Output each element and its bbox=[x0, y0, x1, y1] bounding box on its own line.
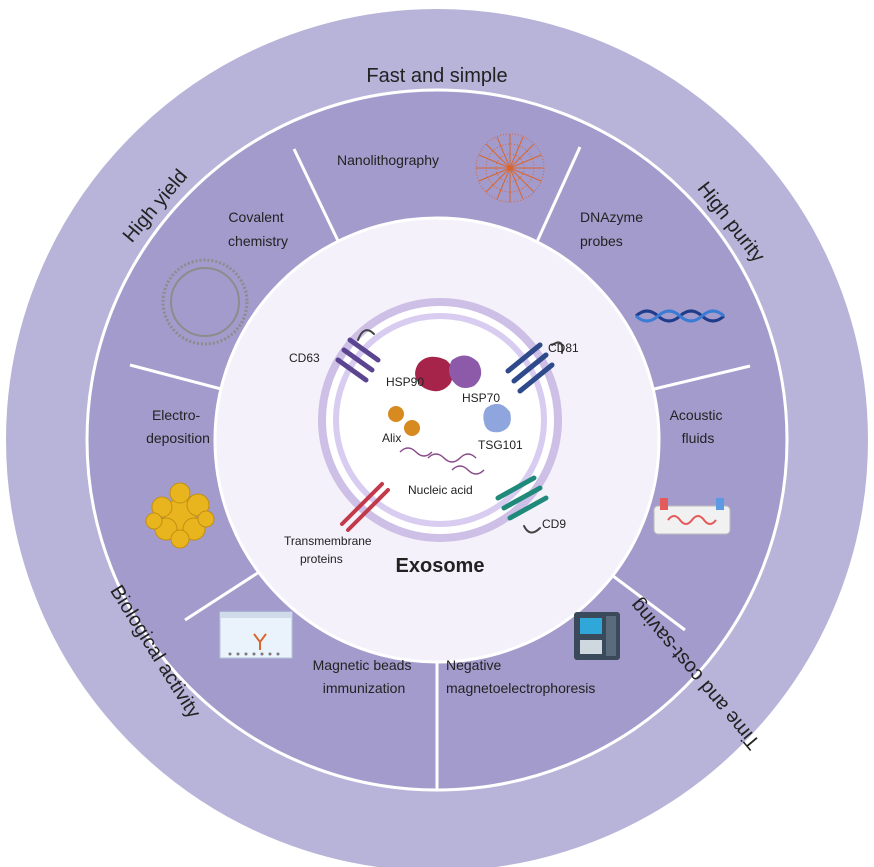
center-title: Exosome bbox=[396, 555, 485, 577]
analyzer-instrument-icon bbox=[574, 612, 620, 660]
label-covalent-chemistry: Covalent chemistry bbox=[228, 209, 288, 249]
label-negative-magnetoelectrophoresis: Negative magnetoelectrophoresis bbox=[446, 657, 595, 696]
label-dnazyme-probes: DNAzyme probes bbox=[580, 209, 647, 249]
dna-helix-icon bbox=[634, 309, 726, 323]
cd81-protein-icon bbox=[505, 341, 564, 394]
label-hsp70: HSP70 bbox=[462, 391, 500, 405]
gold-deposit-icon bbox=[145, 482, 215, 549]
tsg101-blob-icon bbox=[483, 403, 511, 433]
label-nucleic-acid: Nucleic acid bbox=[408, 483, 473, 497]
alix-molecule-icon bbox=[388, 406, 420, 436]
nucleic-acid-icon bbox=[399, 447, 485, 475]
label-magnetic-beads: Magnetic beads immunization bbox=[313, 657, 416, 696]
transmembrane-protein-icon bbox=[340, 482, 390, 532]
label-cd81: CD81 bbox=[548, 341, 579, 355]
segment-dividers bbox=[129, 146, 751, 790]
label-alix: Alix bbox=[382, 431, 401, 445]
label-acoustic-fluids: Acoustic fluids bbox=[670, 407, 727, 446]
label-nanolithography: Nanolithography bbox=[337, 152, 439, 168]
cd63-protein-icon bbox=[335, 329, 381, 383]
label-cd9: CD9 bbox=[542, 517, 566, 531]
label-tsg101: TSG101 bbox=[478, 438, 523, 452]
cd9-protein-icon bbox=[495, 475, 549, 534]
magnetic-beads-icon bbox=[219, 611, 293, 659]
label-electrodeposition: Electro- deposition bbox=[146, 407, 210, 446]
label-fast-and-simple: Fast and simple bbox=[366, 65, 507, 87]
nanolithography-icon bbox=[475, 133, 545, 203]
microfluidic-chip-icon bbox=[653, 498, 731, 535]
covalent-ring-icon bbox=[161, 258, 249, 346]
hsp90-blob-icon bbox=[415, 356, 454, 392]
outer-ring-edge bbox=[4, 7, 870, 867]
hsp70-blob-icon bbox=[449, 355, 482, 388]
exosome-vesicle bbox=[318, 298, 562, 542]
label-cd63: CD63 bbox=[289, 351, 320, 365]
label-transmembrane-proteins: Transmembrane proteins bbox=[284, 534, 375, 566]
label-hsp90: HSP90 bbox=[386, 375, 424, 389]
